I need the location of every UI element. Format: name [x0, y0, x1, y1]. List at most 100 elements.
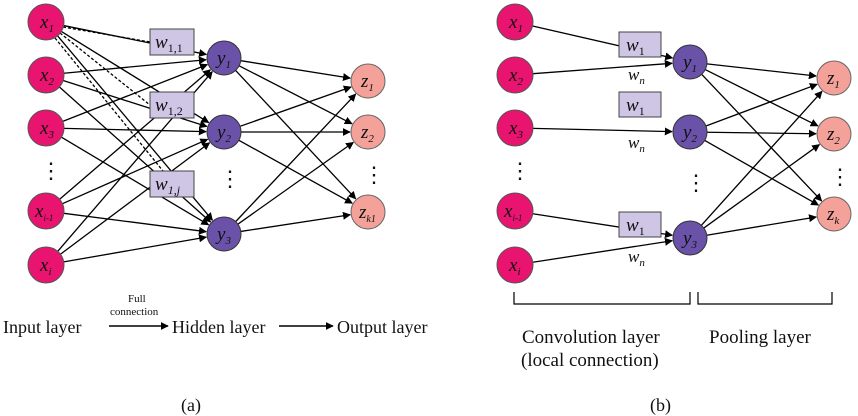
node-symbol: x	[39, 12, 49, 33]
connection-edge	[238, 65, 353, 125]
svg-text:w1,2: w1,2	[155, 95, 183, 118]
weight-subscript: 1	[639, 44, 645, 58]
node-subscript: 2	[517, 76, 523, 88]
node-circle	[27, 109, 65, 147]
connection-edge	[235, 69, 357, 200]
panel-b-wn-labels: wn wn wn	[628, 65, 645, 269]
output-node-z1: z1	[350, 63, 386, 99]
wn-symbol: w	[628, 133, 640, 152]
connection-edge	[238, 139, 353, 204]
hidden-node-y3: y3	[206, 216, 242, 252]
hidden-node-y2: y2	[672, 114, 708, 150]
node-circle	[27, 246, 65, 284]
weight-box-w1-middle: w1	[618, 91, 662, 118]
panel-b: x1 x2 x3 ⋮ xi-1 xi w1	[496, 3, 852, 416]
weight-box-w11: w1,1	[149, 28, 195, 56]
node-subscript: 3	[224, 235, 231, 247]
wn-subscript: n	[639, 257, 645, 269]
hidden-node-y1: y1	[206, 40, 242, 76]
pooling-edge	[706, 63, 817, 80]
svg-text:x1: x1	[508, 12, 523, 35]
svg-text:x3: x3	[39, 118, 54, 141]
svg-text:w1: w1	[626, 35, 645, 58]
panel-a-flow-labels: Input layer Full connection Hidden layer…	[3, 293, 427, 337]
weight-box-rect	[149, 170, 195, 198]
connection-edge	[63, 234, 208, 263]
input-node-xi: xi	[496, 246, 534, 284]
node-symbol: y	[681, 228, 692, 249]
node-subscript: 2	[225, 133, 231, 145]
connection-edge	[240, 211, 351, 233]
connection-edge	[239, 85, 352, 127]
input-node-x2: x2	[27, 56, 65, 94]
output-node-zk: zk	[816, 196, 852, 232]
svg-text:xi-1: xi-1	[503, 201, 522, 223]
pooling-edge	[700, 90, 823, 226]
weight-box-w1-top: w1	[618, 31, 662, 58]
node-symbol: x	[39, 118, 49, 139]
connection-edge	[62, 63, 208, 123]
node-symbol: y	[215, 48, 226, 69]
connection-edge	[58, 86, 212, 223]
weight-symbol: w	[155, 32, 168, 53]
output-node-z2: z2	[350, 114, 386, 150]
pooling-edge	[703, 144, 821, 229]
connection-edge	[60, 142, 211, 255]
weight-box-rect	[149, 91, 195, 119]
svg-text:z2: z2	[826, 124, 840, 147]
connection-edge	[61, 136, 210, 226]
local-connection-label: (local connection)	[521, 350, 659, 371]
svg-text:z1: z1	[826, 68, 840, 91]
node-subscript: k	[834, 215, 840, 227]
node-subscript: k1	[366, 214, 375, 225]
node-circle	[496, 192, 534, 230]
node-symbol: x	[39, 255, 49, 276]
node-subscript: i-1	[512, 213, 522, 223]
pooling-edge	[706, 129, 817, 138]
output-node-z2: z2	[816, 116, 852, 152]
node-symbol: y	[215, 224, 226, 245]
weight-subscript: 1,j	[168, 183, 181, 197]
input-node-x1: x1	[27, 3, 65, 41]
weight-symbol: w	[626, 35, 639, 56]
wn-label-2: wn	[628, 133, 645, 155]
full-connection-label-line2: connection	[110, 306, 159, 318]
output-layer-label: Output layer	[337, 317, 427, 337]
panel-b-hidden-layer: y1 y2 ⋮ y3	[672, 44, 708, 256]
node-symbol: x	[508, 12, 518, 33]
svg-text:y3: y3	[681, 228, 697, 251]
node-circle	[350, 114, 386, 150]
svg-text:xi-1: xi-1	[34, 201, 53, 223]
node-symbol: x	[34, 201, 44, 222]
weight-box-w12: w1,2	[149, 91, 195, 119]
connection-edge	[235, 93, 357, 223]
node-circle	[672, 44, 708, 80]
input-node-x3: x3	[496, 109, 534, 147]
svg-text:y1: y1	[215, 48, 231, 71]
connection-edge	[63, 212, 207, 235]
node-circle	[27, 56, 65, 94]
panel-a-weight-boxes: w1,1 w1,2 w1,j	[149, 28, 195, 198]
svg-text:y2: y2	[681, 122, 697, 145]
input-node-x-i-1: xi-1	[496, 192, 534, 230]
svg-text:w1,j: w1,j	[155, 174, 181, 197]
wn-label-1: wn	[628, 65, 645, 87]
svg-text:zk1: zk1	[358, 202, 376, 225]
wn-symbol: w	[628, 65, 640, 84]
panel-a-hidden-layer: y1 y2 ⋮ y3	[206, 40, 242, 252]
weight-subscript: 1,1	[168, 41, 183, 55]
weight-symbol: w	[155, 174, 168, 195]
node-symbol: y	[215, 122, 226, 143]
node-symbol: z	[358, 202, 367, 223]
node-symbol: x	[503, 201, 513, 222]
wn-label-3: wn	[628, 247, 645, 269]
panel-b-output-layer: z1 z2 ⋮ zk	[816, 60, 852, 232]
node-circle	[350, 194, 386, 230]
weight-box-rect	[618, 91, 662, 118]
connection-edge	[62, 138, 209, 205]
output-ellipsis: ⋮	[829, 164, 851, 189]
panel-b-caption: (b)	[650, 395, 671, 416]
panel-b-brackets: Convolution layer (local connection) Poo…	[513, 292, 833, 371]
weight-link-dashed	[54, 37, 164, 172]
node-subscript: i	[48, 266, 51, 278]
